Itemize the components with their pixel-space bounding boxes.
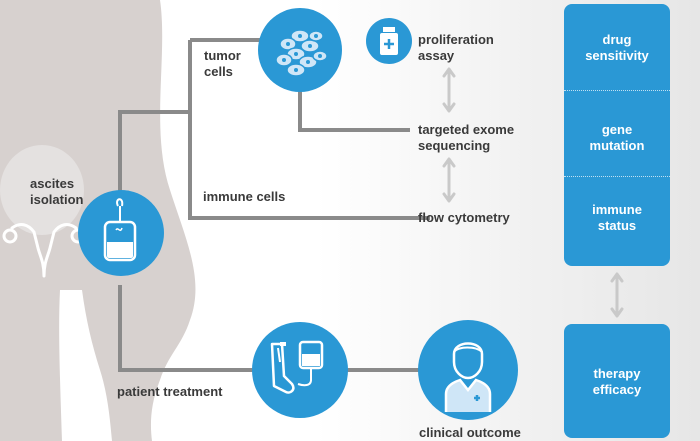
label-clinical-outcome: clinical outcome	[419, 425, 521, 440]
uterus-icon	[2, 223, 86, 278]
label-immune-cells: immune cells	[203, 189, 286, 204]
patient-treatment-circle	[252, 322, 348, 418]
proliferation-assay-circle	[366, 18, 412, 64]
label-flow-cytometry: flow cytometry	[418, 210, 510, 225]
readout-divider	[564, 176, 670, 177]
medicine-vial-icon	[380, 27, 398, 55]
doctor-icon	[444, 342, 492, 412]
clinical-outcome-circle	[418, 320, 518, 420]
iv-drip-arm-icon	[270, 340, 324, 394]
double-arrows	[442, 67, 624, 318]
label-patient-treatment: patient treatment	[117, 384, 223, 399]
readout-divider	[564, 90, 670, 91]
ascites-bag-icon	[103, 198, 137, 262]
tumor-cells-circle	[258, 8, 342, 92]
ascites-bag-circle	[78, 190, 164, 276]
cell-cluster-icon	[275, 29, 328, 77]
